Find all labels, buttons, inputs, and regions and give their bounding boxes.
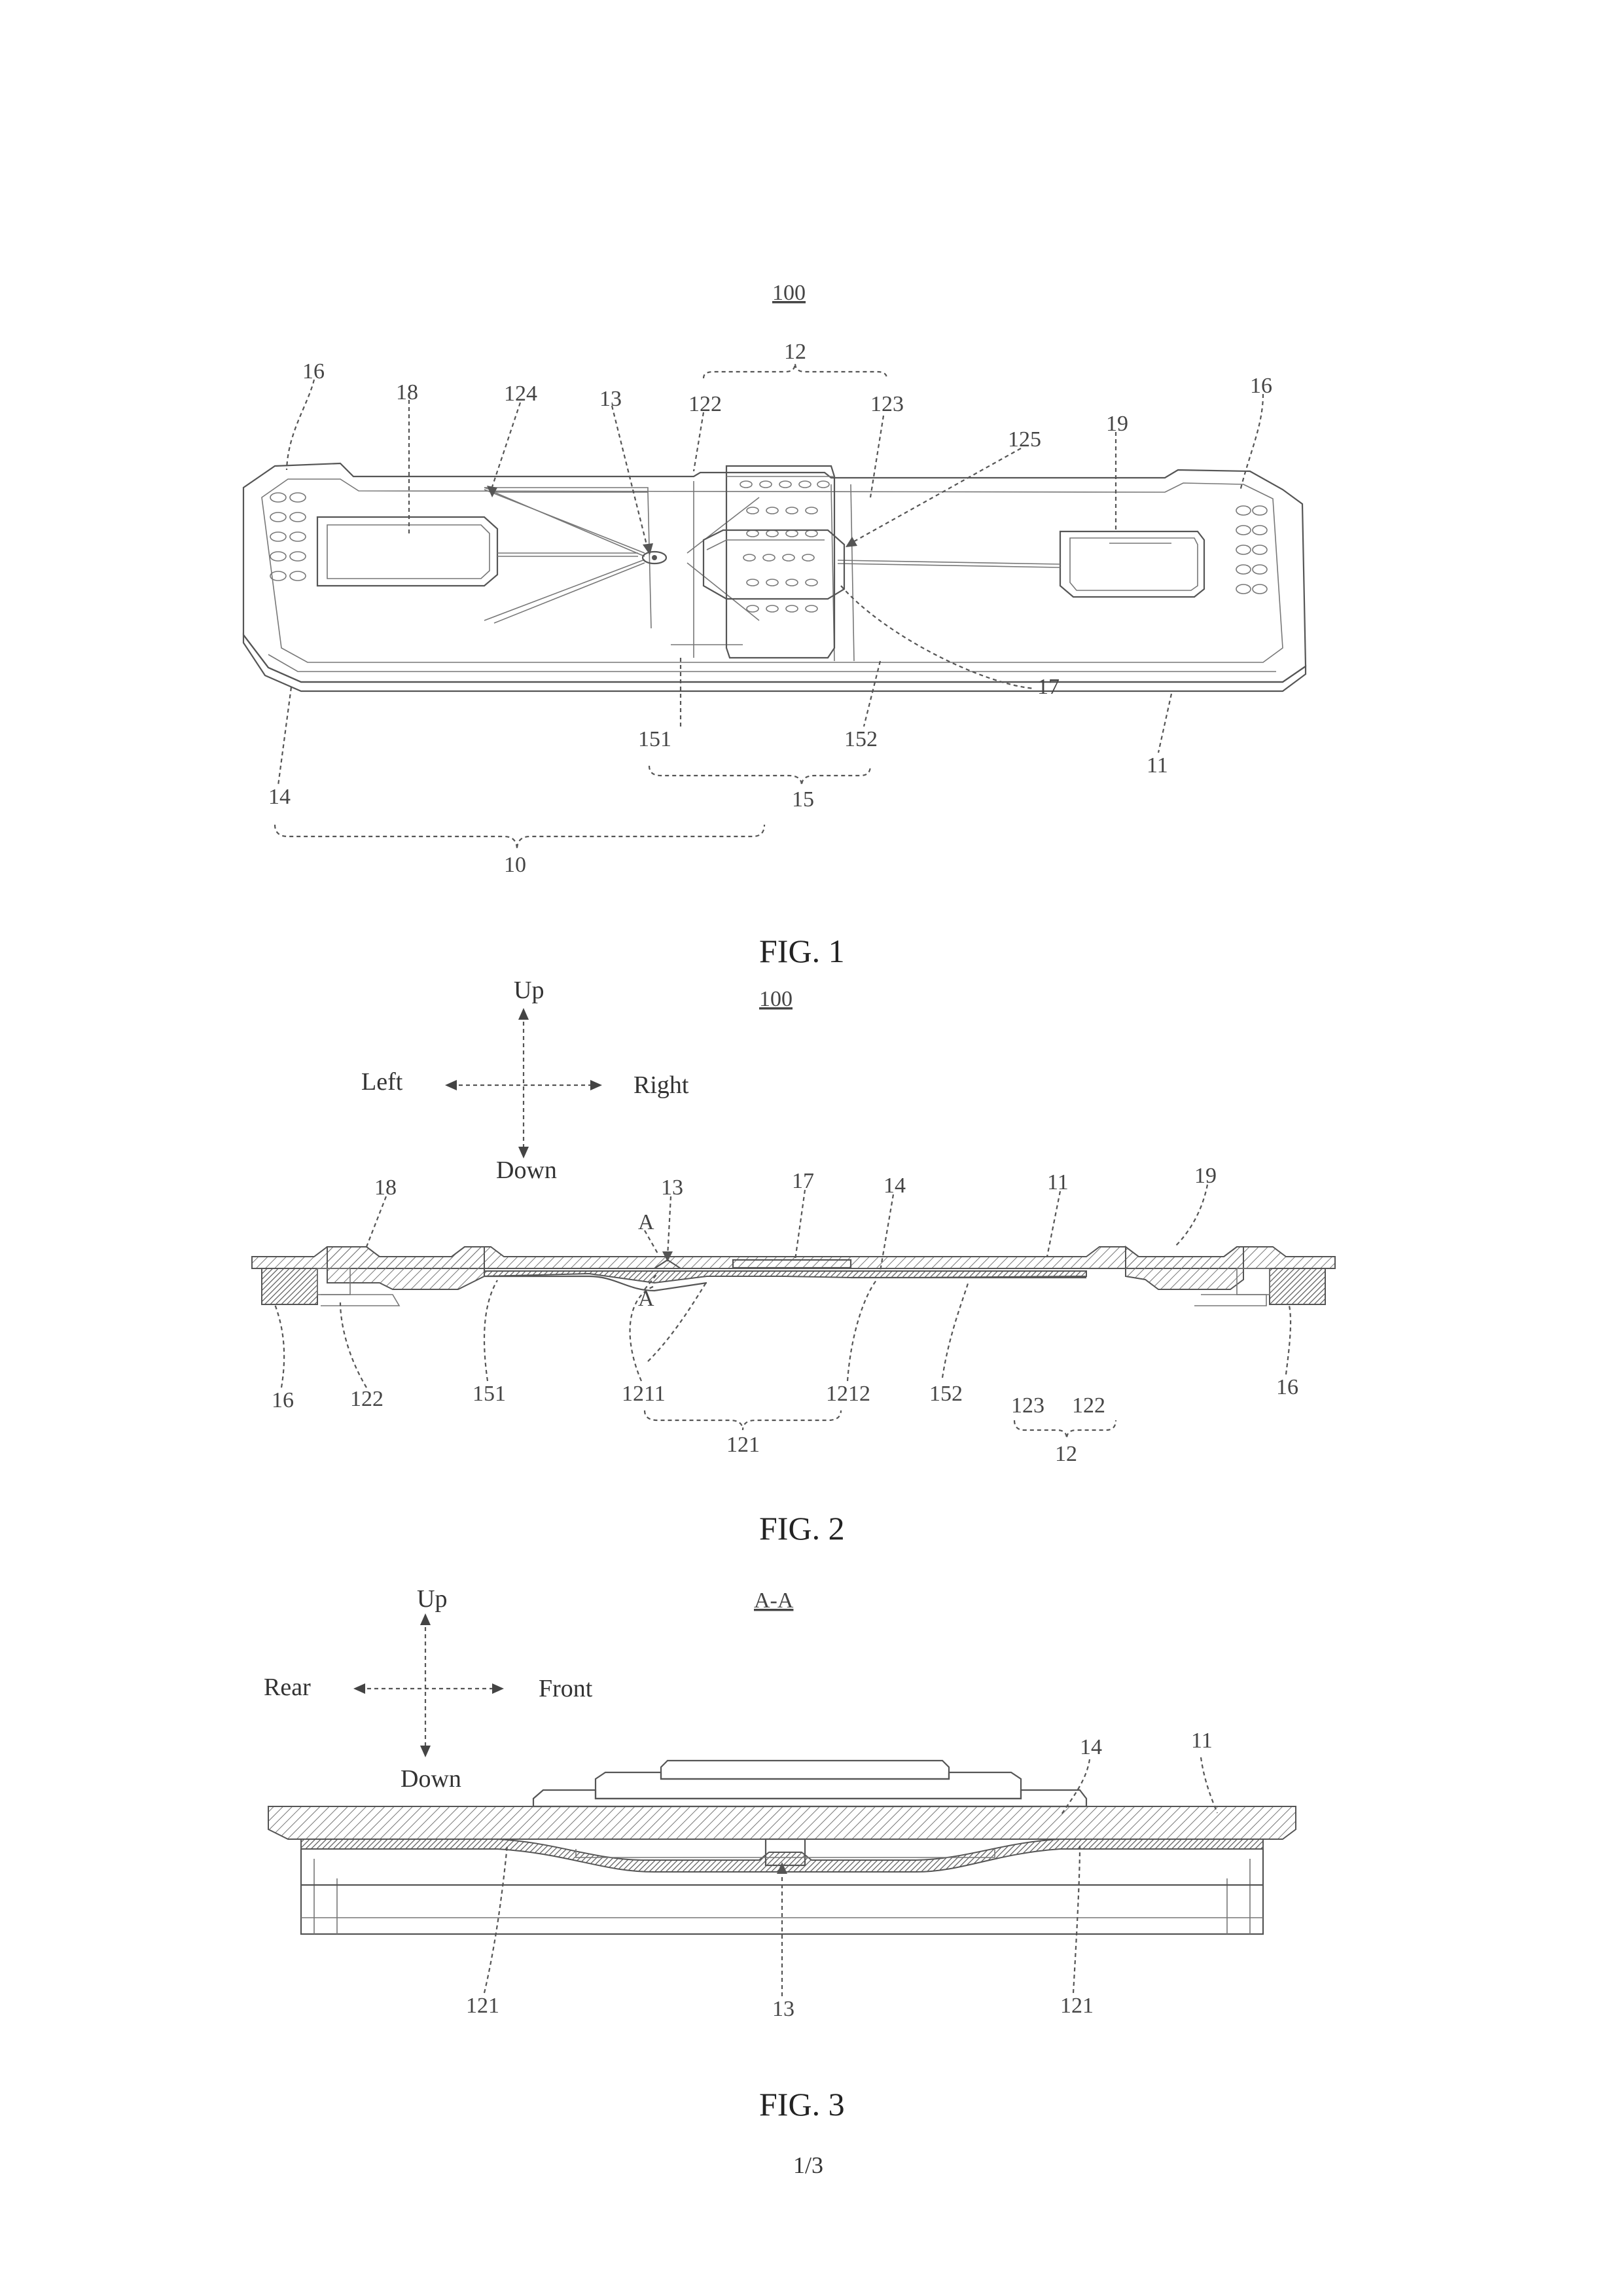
label-151-fig2: 151 — [473, 1382, 506, 1406]
label-19-fig2: 19 — [1194, 1164, 1217, 1188]
label-14-fig3: 14 — [1080, 1735, 1102, 1759]
label-13: 13 — [599, 387, 622, 411]
label-13-fig3: 13 — [772, 1997, 794, 2021]
label-14: 14 — [268, 785, 291, 809]
label-A-bottom: A — [638, 1287, 654, 1311]
label-122-left-fig2: 122 — [350, 1387, 383, 1411]
label-152: 152 — [844, 727, 878, 751]
label-122: 122 — [688, 392, 722, 416]
direction-right: Right — [633, 1071, 689, 1099]
label-12: 12 — [784, 340, 806, 364]
label-A-top: A — [638, 1210, 654, 1234]
label-11: 11 — [1147, 753, 1168, 778]
label-14-fig2: 14 — [883, 1174, 906, 1198]
label-17-fig2: 17 — [792, 1169, 814, 1193]
direction-indicator: Up Down Left Right — [361, 977, 689, 1184]
label-10: 10 — [504, 853, 526, 877]
page-number: 1/3 — [793, 2152, 823, 2178]
label-152-fig2: 152 — [929, 1382, 963, 1406]
center-hole-block — [704, 466, 844, 658]
label-13-fig2: 13 — [661, 1175, 683, 1200]
figure-2-caption: FIG. 2 — [759, 1510, 845, 1547]
figure-2-leaders — [275, 1185, 1291, 1439]
label-123-fig2: 123 — [1011, 1393, 1044, 1418]
figure-1-caption: FIG. 1 — [759, 933, 845, 969]
direction-down-fig3: Down — [401, 1765, 461, 1793]
right-hole-array — [1236, 506, 1267, 594]
label-16-left: 16 — [302, 359, 325, 384]
label-15: 15 — [792, 787, 814, 812]
label-121-fig2: 121 — [726, 1433, 760, 1457]
label-121-left-fig3: 121 — [466, 1994, 499, 2018]
label-17: 17 — [1037, 675, 1060, 699]
label-11-fig2: 11 — [1047, 1170, 1069, 1194]
label-121-right-fig3: 121 — [1060, 1994, 1094, 2018]
figure-3: A-A Up Down Rear Front — [0, 1571, 1623, 2147]
right-electrode-pad — [1060, 531, 1204, 597]
left-electrode-pad — [317, 517, 497, 586]
ref-100-fig2: 100 — [759, 987, 793, 1011]
figure-3-leaders — [484, 1757, 1217, 1996]
label-122-right-fig2: 122 — [1072, 1393, 1105, 1418]
ref-100: 100 — [772, 281, 806, 305]
label-1211: 1211 — [622, 1382, 666, 1406]
section-ref-AA: A-A — [754, 1588, 794, 1613]
direction-left: Left — [361, 1068, 403, 1096]
direction-indicator-fig3: Up Down Rear Front — [264, 1585, 593, 1793]
diaphragm-assembly-drawing — [243, 463, 1306, 691]
direction-down: Down — [496, 1157, 557, 1184]
label-124: 124 — [504, 382, 537, 406]
label-18: 18 — [396, 380, 418, 404]
direction-front: Front — [539, 1675, 593, 1702]
label-12-fig2: 12 — [1055, 1442, 1077, 1466]
label-16-right-fig2: 16 — [1276, 1375, 1298, 1399]
label-151: 151 — [638, 727, 671, 751]
direction-up-fig3: Up — [417, 1585, 447, 1613]
figure-2: 100 Up Down Left Right — [0, 969, 1623, 1571]
label-18-fig2: 18 — [374, 1175, 397, 1200]
label-123: 123 — [870, 392, 904, 416]
label-16-left-fig2: 16 — [272, 1388, 294, 1412]
direction-up: Up — [514, 977, 544, 1004]
left-hole-array — [270, 493, 306, 581]
label-1212: 1212 — [826, 1382, 870, 1406]
label-11-fig3: 11 — [1191, 1729, 1213, 1753]
figure-3-caption: FIG. 3 — [759, 2086, 845, 2123]
figure-1: 100 — [0, 0, 1623, 995]
label-19: 19 — [1106, 412, 1128, 436]
label-125: 125 — [1008, 427, 1041, 452]
label-16-right: 16 — [1250, 374, 1272, 398]
direction-rear: Rear — [264, 1674, 311, 1701]
cross-section-drawing — [252, 1247, 1335, 1306]
